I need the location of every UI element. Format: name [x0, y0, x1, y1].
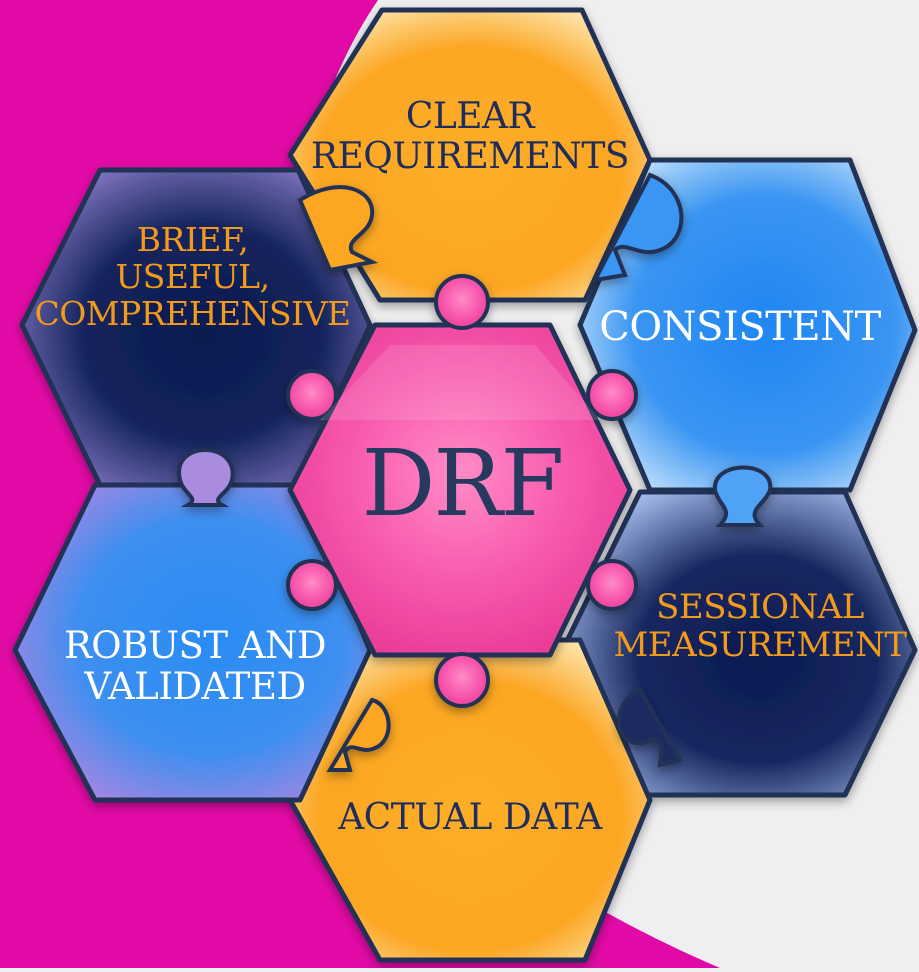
label-robust-and-validated-line-1: ROBUST AND: [63, 624, 327, 667]
label-brief-useful-comprehensive-line-3: COMPREHENSIVE: [34, 293, 351, 333]
puzzle-knob-left: [177, 448, 235, 507]
label-consistent-line-1: CONSISTENT: [599, 304, 881, 350]
puzzle-knob-top-left: [297, 185, 379, 273]
label-robust-and-validated: ROBUST AND VALIDATED: [40, 625, 350, 708]
label-clear-requirements-line-1: CLEAR: [405, 96, 535, 137]
label-brief-useful-comprehensive: BRIEF, USEFUL, COMPREHENSIVE: [20, 220, 365, 333]
center-knob-bottom: [434, 652, 490, 708]
label-clear-requirements: CLEAR REQUIREMENTS: [295, 96, 645, 178]
label-actual-data-line-1: ACTUAL DATA: [338, 797, 602, 838]
label-sessional-measurement-line-2: MEASUREMENT: [613, 625, 907, 666]
label-sessional-measurement-line-1: SESSIONAL: [656, 587, 864, 627]
center-knob-lower-left: [286, 559, 338, 611]
center-label: DRF: [361, 430, 565, 537]
label-actual-data: ACTUAL DATA: [310, 797, 630, 838]
center-knob-upper-right: [586, 369, 638, 421]
center-knob-lower-right: [586, 559, 638, 611]
label-brief-useful-comprehensive-line-2: USEFUL,: [115, 256, 270, 296]
puzzle-knob-top-right: [591, 172, 684, 283]
center-knob-top: [434, 274, 490, 330]
label-sessional-measurement: SESSIONAL MEASUREMENT: [605, 588, 915, 664]
center-knob-upper-left: [286, 369, 338, 421]
puzzle-knob-right: [712, 465, 773, 527]
center-puzzle-piece: [286, 274, 638, 708]
puzzle-knob-bottom-left: [326, 697, 391, 772]
label-clear-requirements-line-2: REQUIREMENTS: [310, 136, 630, 178]
puzzle-knob-bottom-right: [616, 687, 684, 768]
label-brief-useful-comprehensive-line-1: BRIEF,: [136, 220, 249, 259]
label-robust-and-validated-line-2: VALIDATED: [84, 665, 306, 709]
hex-piece-clear-requirements: [287, 7, 653, 303]
label-consistent: CONSISTENT: [585, 305, 895, 350]
